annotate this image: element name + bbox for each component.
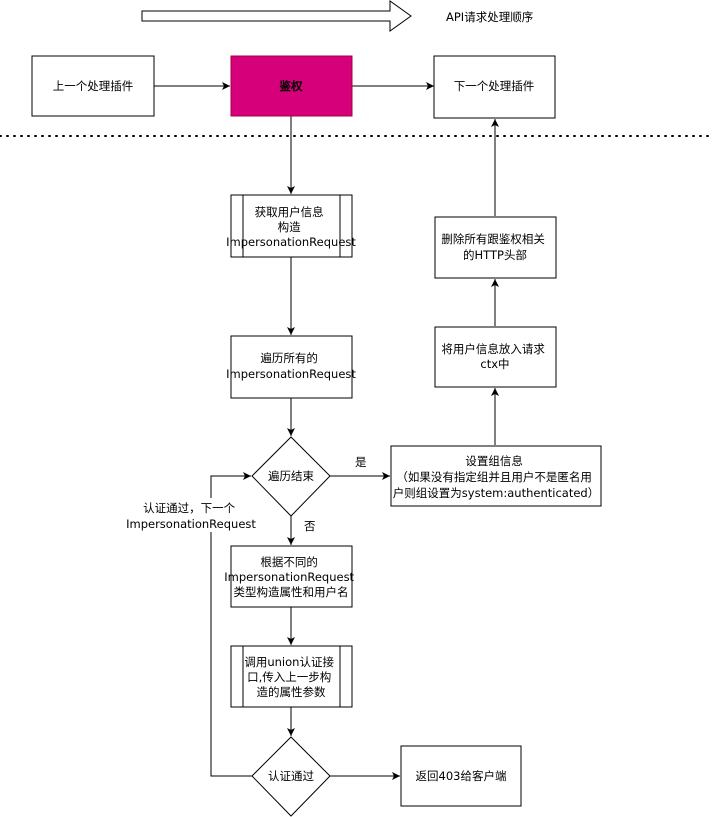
decision-auth-passed: 认证通过 [251, 736, 331, 817]
node-put-ctx-label: 将用户信息放入请求 ctx中 [441, 342, 548, 371]
decision-iterate-end: 遍历结束 [251, 436, 331, 517]
edge-label-no: 否 [304, 519, 316, 533]
node-build-attrs: 根据不同的 ImpersonationRequest 类型构造属性和用户名 [224, 545, 357, 608]
legend-text: API请求处理顺序 [446, 10, 533, 24]
node-call-union-label: 调用union认证接 口,传入上一步构 造的属性参数 [244, 655, 337, 699]
node-build-attrs-label: 根据不同的 ImpersonationRequest 类型构造属性和用户名 [224, 555, 357, 599]
node-put-ctx: 将用户信息放入请求 ctx中 [434, 326, 557, 388]
edge-label-loop: 认证通过，下一个 ImpersonationRequest [126, 501, 256, 531]
node-iterate-all-label: 遍历所有的 ImpersonationRequest [226, 351, 356, 381]
node-prev-plugin-label: 上一个处理插件 [53, 79, 134, 93]
node-get-user-info-label: 获取用户信息 构造 ImpersonationRequest [226, 205, 356, 249]
edge-loop-back [210, 472, 252, 777]
edge-label-yes: 是 [355, 455, 367, 469]
node-return-403: 返回403给客户端 [400, 745, 522, 807]
node-set-group: 设置组信息 （如果没有指定组并且用户不是匿名用 户则组设置为system:aut… [390, 445, 602, 507]
node-auth-label: 鉴权 [279, 79, 303, 93]
node-set-group-label: 设置组信息 （如果没有指定组并且用户不是匿名用 户则组设置为system:aut… [393, 454, 599, 500]
node-iterate-all: 遍历所有的 ImpersonationRequest [226, 335, 356, 399]
decision-auth-passed-label: 认证通过 [268, 769, 314, 783]
node-delete-headers-label: 删除所有跟鉴权相关 的HTTP头部 [441, 232, 548, 262]
node-next-plugin: 下一个处理插件 [433, 55, 556, 119]
node-return-403-label: 返回403给客户端 [416, 769, 507, 783]
node-auth: 鉴权 [230, 55, 353, 117]
legend-arrow [141, 0, 412, 32]
node-get-user-info: 获取用户信息 构造 ImpersonationRequest [226, 194, 356, 258]
loop-label-bg [130, 498, 254, 532]
edges [154, 82, 499, 780]
decision-iterate-end-label: 遍历结束 [268, 469, 314, 483]
node-delete-headers: 删除所有跟鉴权相关 的HTTP头部 [434, 216, 557, 279]
node-next-plugin-label: 下一个处理插件 [454, 79, 535, 93]
node-prev-plugin: 上一个处理插件 [31, 55, 155, 117]
node-call-union: 调用union认证接 口,传入上一步构 造的属性参数 [230, 645, 353, 708]
